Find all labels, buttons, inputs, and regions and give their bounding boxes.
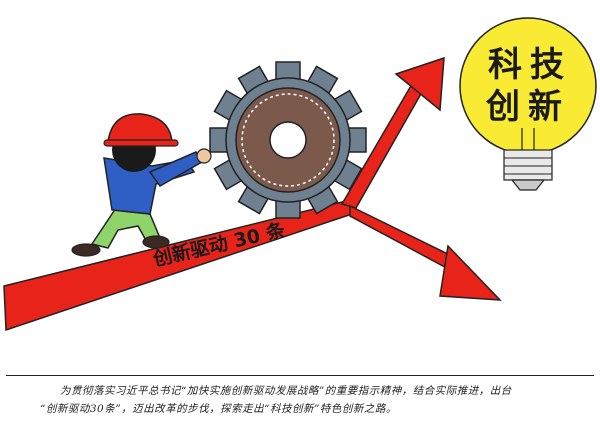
lightbulb-icon (459, 17, 597, 191)
hand-icon (196, 148, 212, 164)
helmet-icon (107, 113, 173, 143)
caption-divider (6, 375, 594, 376)
caption-line-1: 为贯彻落实习近平总书记“加快实施创新驱动发展战略”的重要指示精神，结合实际推进，… (60, 385, 512, 397)
caption-line-2: “创新驱动30条”，迈出改革的步伐，探索走出“科技创新”特色创新之路。 (40, 403, 397, 415)
bulb-text-3: 创 (485, 87, 520, 127)
bulb-text-1: 科 (488, 45, 522, 85)
bulb-text-2: 技 (530, 45, 564, 85)
bulb-text-4: 新 (528, 87, 562, 127)
arrow-label: 创新驱动 30 条 (150, 218, 288, 271)
worker-figure (71, 113, 212, 257)
arrow-head-down-icon (439, 244, 502, 301)
arrow-head-up-icon (394, 56, 445, 112)
red-arrow-main (3, 56, 502, 332)
shoe-icon (142, 235, 170, 249)
shoe-icon (71, 243, 101, 257)
caption: 为贯彻落实习近平总书记“加快实施创新驱动发展战略”的重要指示精神，结合实际推进，… (40, 382, 580, 418)
gear-icon (209, 61, 367, 219)
